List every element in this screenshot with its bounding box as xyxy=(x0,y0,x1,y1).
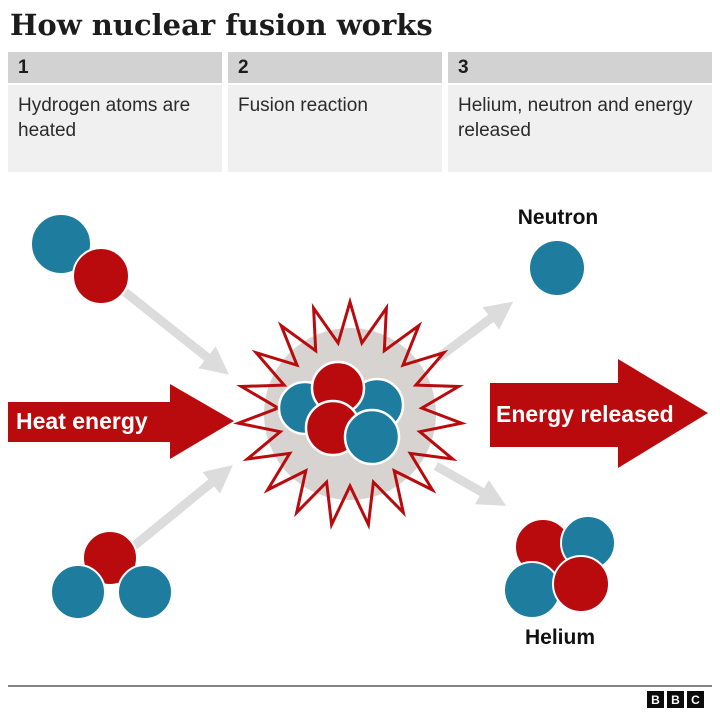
energy-released-arrow xyxy=(490,359,708,468)
neutron-particle xyxy=(530,241,584,295)
arrow-trio-to-core xyxy=(131,465,233,550)
footer-divider xyxy=(8,685,712,687)
step-1-number: 1 xyxy=(8,52,222,83)
arrow-core-to-helium xyxy=(433,462,507,506)
proton-blue xyxy=(30,213,92,275)
step-1-text: Hydrogen atoms are heated xyxy=(8,85,222,172)
proton-blue xyxy=(50,564,106,620)
bbc-logo-block: B xyxy=(647,691,664,708)
nucleon-red xyxy=(552,555,610,613)
bbc-logo-block: B xyxy=(667,691,684,708)
page-title: How nuclear fusion works xyxy=(10,8,433,42)
energy-released-label: Energy released xyxy=(496,401,674,427)
heat-energy-arrow xyxy=(8,384,234,459)
step-1: 1 Hydrogen atoms are heated xyxy=(8,52,222,172)
fusion-burst xyxy=(233,296,467,530)
step-3-text: Helium, neutron and energy released xyxy=(448,85,712,172)
step-3: 3 Helium, neutron and energy released xyxy=(448,52,712,172)
step-2: 2 Fusion reaction xyxy=(228,52,442,172)
neutron-label: Neutron xyxy=(517,206,599,229)
step-2-text: Fusion reaction xyxy=(228,85,442,172)
step-3-number: 3 xyxy=(448,52,712,83)
hydrogen-pair xyxy=(30,213,130,305)
proton-red xyxy=(72,247,130,305)
steps-strip: 1 Hydrogen atoms are heated 2 Fusion rea… xyxy=(0,52,720,172)
arrow-pair-to-core xyxy=(117,284,229,375)
nucleon-blue xyxy=(503,561,561,619)
helium-label: Helium xyxy=(524,626,596,649)
arrow-core-to-neutron xyxy=(435,301,514,362)
helium-cluster xyxy=(503,515,616,619)
bbc-logo-block: C xyxy=(687,691,704,708)
hydrogen-trio xyxy=(50,530,173,620)
nucleon-blue xyxy=(343,408,401,466)
bbc-logo: B B C xyxy=(647,691,704,708)
proton-blue xyxy=(117,564,173,620)
step-2-number: 2 xyxy=(228,52,442,83)
heat-energy-label: Heat energy xyxy=(16,408,148,434)
burst-star-outline xyxy=(233,296,467,530)
gray-arrows xyxy=(117,284,514,550)
fused-nucleus xyxy=(277,360,405,466)
